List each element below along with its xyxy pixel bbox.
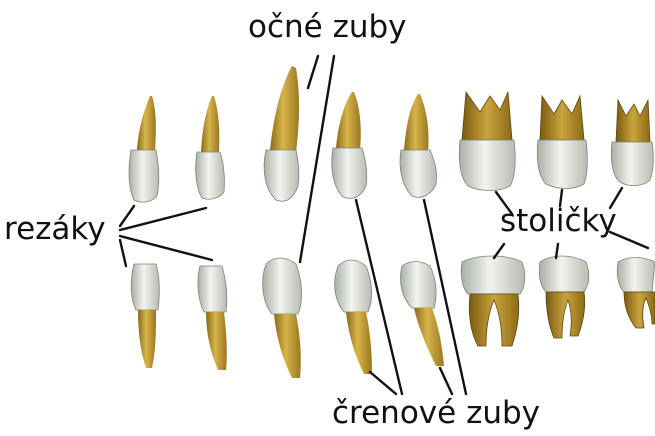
leader-line-incisor-upper-2 <box>120 208 206 230</box>
upper-molar-3 <box>611 100 653 186</box>
upper-canine <box>264 66 299 201</box>
upper-molar-1 <box>459 92 515 191</box>
leader-line-incisor-lower-1 <box>120 240 126 266</box>
leader-line-premolar-lower-1 <box>370 372 396 394</box>
leader-line-premolar-lower-2 <box>440 368 452 394</box>
lower-molar-3 <box>617 258 655 329</box>
upper-premolar-1 <box>332 92 367 198</box>
label-premolars: črenové zuby <box>330 398 542 429</box>
lower-incisor-1 <box>131 264 159 368</box>
upper-incisor-2 <box>196 96 225 199</box>
label-incisors: rezáky <box>2 214 108 245</box>
lower-canine <box>263 258 302 378</box>
lower-incisor-2 <box>198 266 227 370</box>
label-molars: stoličky <box>498 206 619 237</box>
label-canines: očné zuby <box>246 12 409 43</box>
upper-incisor-1 <box>129 96 159 202</box>
lower-premolar-1 <box>335 260 372 374</box>
upper-molar-2 <box>537 96 587 189</box>
leader-line-incisor-lower-2 <box>120 236 212 260</box>
leader-line-incisor-upper-1 <box>120 206 134 226</box>
lower-premolar-2 <box>400 262 444 367</box>
leader-line-canine-upper <box>308 56 318 88</box>
lower-molar-2 <box>539 256 589 338</box>
upper-premolar-2 <box>400 94 437 197</box>
lower-molar-1 <box>461 256 525 346</box>
leader-line-canine-lower <box>300 56 334 262</box>
